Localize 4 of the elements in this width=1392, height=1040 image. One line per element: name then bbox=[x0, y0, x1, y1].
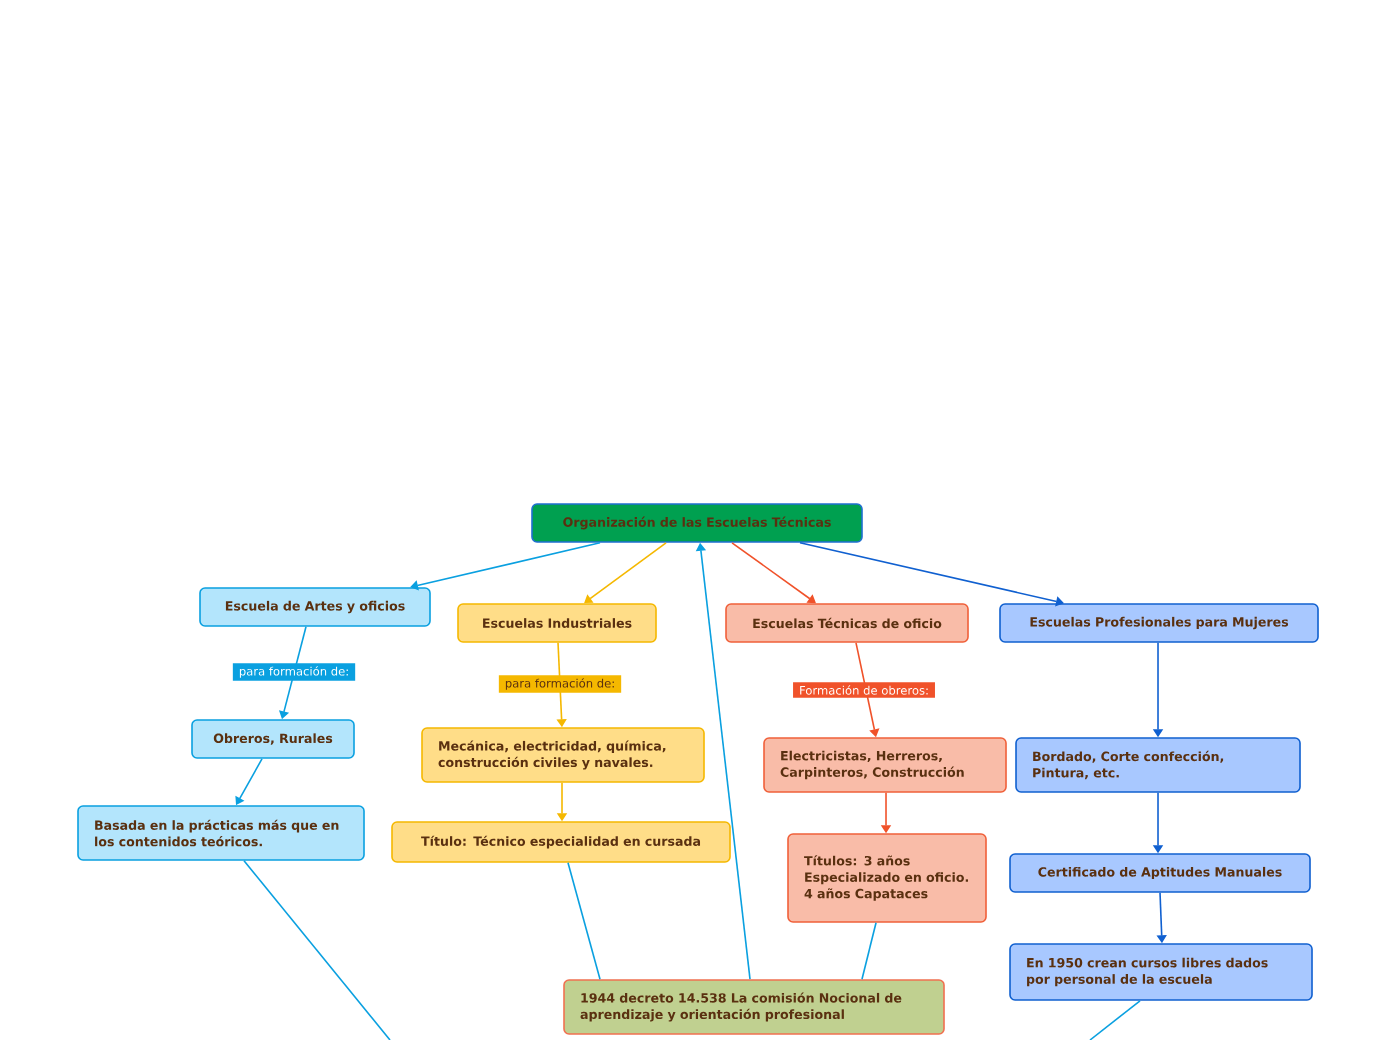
arrow bbox=[731, 542, 816, 604]
arrow bbox=[584, 542, 667, 604]
arrow bbox=[410, 542, 601, 591]
arrow bbox=[799, 542, 1064, 607]
